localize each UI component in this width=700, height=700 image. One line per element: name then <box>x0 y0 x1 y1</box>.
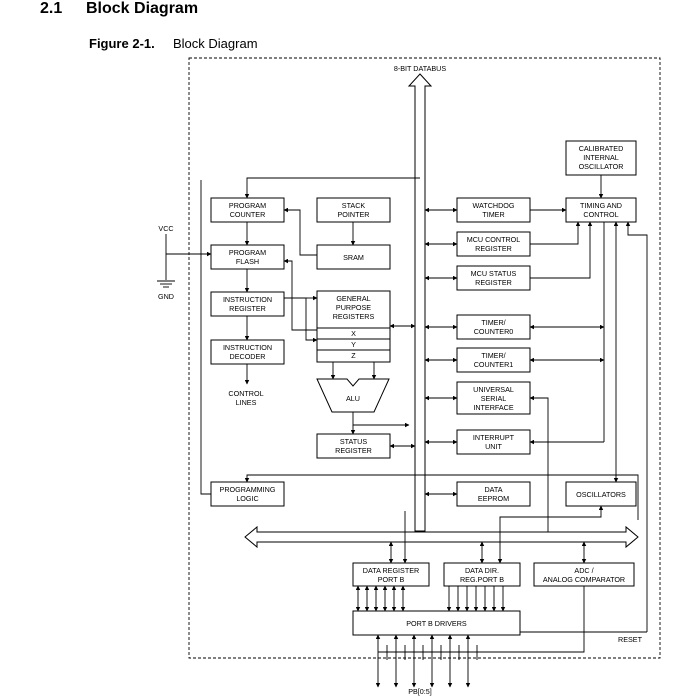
svg-text:INSTRUCTION: INSTRUCTION <box>223 343 272 352</box>
svg-text:TIMING AND: TIMING AND <box>580 201 622 210</box>
universal-serial-interface-block: UNIVERSAL SERIAL INTERFACE <box>456 381 531 415</box>
data-direction-register-block: DATA DIR. REG.PORT B <box>443 562 521 587</box>
program-counter-block: PROGRAM COUNTER <box>210 197 285 223</box>
gnd-label: GND <box>158 292 174 301</box>
programming-logic-block: PROGRAMMING LOGIC <box>210 481 285 507</box>
svg-text:Z: Z <box>351 351 356 360</box>
svg-text:OSCILLATOR: OSCILLATOR <box>579 162 624 171</box>
svg-text:TIMER/: TIMER/ <box>481 318 505 327</box>
svg-text:MCU STATUS: MCU STATUS <box>471 269 517 278</box>
stack-pointer-block: STACK POINTER <box>316 197 391 223</box>
instruction-decoder-block: INSTRUCTION DECODER <box>210 339 285 365</box>
mcu-control-register-block: MCU CONTROL REGISTER <box>456 231 531 257</box>
svg-text:PROGRAM: PROGRAM <box>229 248 266 257</box>
svg-text:ANALOG COMPARATOR: ANALOG COMPARATOR <box>543 575 625 584</box>
data-register-port-b-block: DATA REGISTER PORT B <box>352 562 430 587</box>
svg-text:OSCILLATORS: OSCILLATORS <box>576 490 626 499</box>
section-number: 2.1 <box>40 0 63 17</box>
svg-text:INSTRUCTION: INSTRUCTION <box>223 295 272 304</box>
timing-control-block: TIMING AND CONTROL <box>565 197 637 223</box>
control-lines-label-2: LINES <box>236 398 257 407</box>
mcu-status-register-block: MCU STATUS REGISTER <box>456 265 531 291</box>
svg-text:REGISTER: REGISTER <box>335 446 372 455</box>
port-b-drivers-block: PORT B DRIVERS <box>352 610 521 636</box>
svg-text:COUNTER0: COUNTER0 <box>474 327 514 336</box>
general-purpose-registers-block: GENERAL PURPOSE REGISTERS X Y Z <box>316 290 391 363</box>
sram-block: SRAM <box>316 244 391 270</box>
svg-text:X: X <box>351 329 356 338</box>
svg-text:DATA REGISTER: DATA REGISTER <box>363 566 419 575</box>
svg-text:LOGIC: LOGIC <box>236 494 258 503</box>
svg-text:REGISTER: REGISTER <box>475 278 512 287</box>
svg-text:CONTROL: CONTROL <box>583 210 618 219</box>
svg-text:DATA DIR.: DATA DIR. <box>465 566 499 575</box>
svg-text:PROGRAM: PROGRAM <box>229 201 266 210</box>
horizontal-bus <box>244 525 639 549</box>
svg-text:PROGRAMMING: PROGRAMMING <box>220 485 276 494</box>
vcc-label: VCC <box>158 224 173 233</box>
watchdog-timer-block: WATCHDOG TIMER <box>456 197 531 223</box>
svg-text:COUNTER1: COUNTER1 <box>474 360 514 369</box>
svg-text:MCU CONTROL: MCU CONTROL <box>467 235 521 244</box>
svg-text:REGISTER: REGISTER <box>475 244 512 253</box>
adc-analog-comparator-block: ADC / ANALOG COMPARATOR <box>533 562 635 587</box>
svg-text:SRAM: SRAM <box>343 253 364 262</box>
svg-text:EEPROM: EEPROM <box>478 494 509 503</box>
timer-counter1-block: TIMER/ COUNTER1 <box>456 347 531 373</box>
svg-text:TIMER: TIMER <box>482 210 504 219</box>
section-heading: 2.1 Block Diagram <box>40 0 198 18</box>
pin-lines <box>375 634 478 688</box>
figure-caption: Figure 2-1. Block Diagram <box>89 36 258 51</box>
svg-text:DATA: DATA <box>484 485 502 494</box>
svg-text:SERIAL: SERIAL <box>481 394 507 403</box>
connections <box>157 175 648 653</box>
svg-text:INTERNAL: INTERNAL <box>583 153 619 162</box>
svg-text:CALIBRATED: CALIBRATED <box>579 144 624 153</box>
control-lines-label-1: CONTROL <box>228 389 263 398</box>
pins-label: PB[0:5] <box>408 687 432 696</box>
register-driver-arrows <box>355 585 506 612</box>
oscillators-block: OSCILLATORS <box>565 481 637 507</box>
instruction-register-block: INSTRUCTION REGISTER <box>210 291 285 317</box>
calibrated-oscillator-block: CALIBRATED INTERNAL OSCILLATOR <box>565 140 637 176</box>
svg-text:PURPOSE: PURPOSE <box>336 303 371 312</box>
figure-title: Block Diagram <box>173 36 258 51</box>
section-title: Block Diagram <box>86 0 199 17</box>
svg-text:DECODER: DECODER <box>230 352 266 361</box>
svg-text:ADC /: ADC / <box>574 566 593 575</box>
svg-text:COUNTER: COUNTER <box>230 210 266 219</box>
data-eeprom-block: DATA EEPROM <box>456 481 531 507</box>
timer-counter0-block: TIMER/ COUNTER0 <box>456 314 531 340</box>
svg-text:FLASH: FLASH <box>236 257 259 266</box>
svg-text:REG.PORT B: REG.PORT B <box>460 575 504 584</box>
chip-boundary <box>188 57 661 659</box>
svg-text:ALU: ALU <box>346 394 360 403</box>
svg-text:PORT B: PORT B <box>378 575 405 584</box>
svg-text:STATUS: STATUS <box>340 437 367 446</box>
svg-text:TIMER/: TIMER/ <box>481 351 505 360</box>
reset-label: RESET <box>618 635 643 644</box>
svg-text:UNIVERSAL: UNIVERSAL <box>473 385 514 394</box>
svg-text:REGISTERS: REGISTERS <box>333 312 375 321</box>
databus-label: 8-BIT DATABUS <box>394 64 447 73</box>
figure-label: Figure 2-1. <box>89 36 155 51</box>
svg-text:STACK: STACK <box>342 201 366 210</box>
svg-text:PORT B DRIVERS: PORT B DRIVERS <box>406 619 467 628</box>
svg-text:REGISTER: REGISTER <box>229 304 266 313</box>
svg-text:GENERAL: GENERAL <box>336 294 370 303</box>
svg-text:WATCHDOG: WATCHDOG <box>473 201 515 210</box>
program-flash-block: PROGRAM FLASH <box>210 244 285 270</box>
status-register-block: STATUS REGISTER <box>316 433 391 459</box>
svg-text:INTERRUPT: INTERRUPT <box>473 433 515 442</box>
interrupt-unit-block: INTERRUPT UNIT <box>456 429 531 455</box>
svg-text:UNIT: UNIT <box>485 442 502 451</box>
databus-arrow <box>407 73 433 532</box>
svg-text:INTERFACE: INTERFACE <box>473 403 514 412</box>
alu-block: ALU <box>316 378 390 413</box>
svg-text:Y: Y <box>351 340 356 349</box>
svg-text:POINTER: POINTER <box>338 210 370 219</box>
